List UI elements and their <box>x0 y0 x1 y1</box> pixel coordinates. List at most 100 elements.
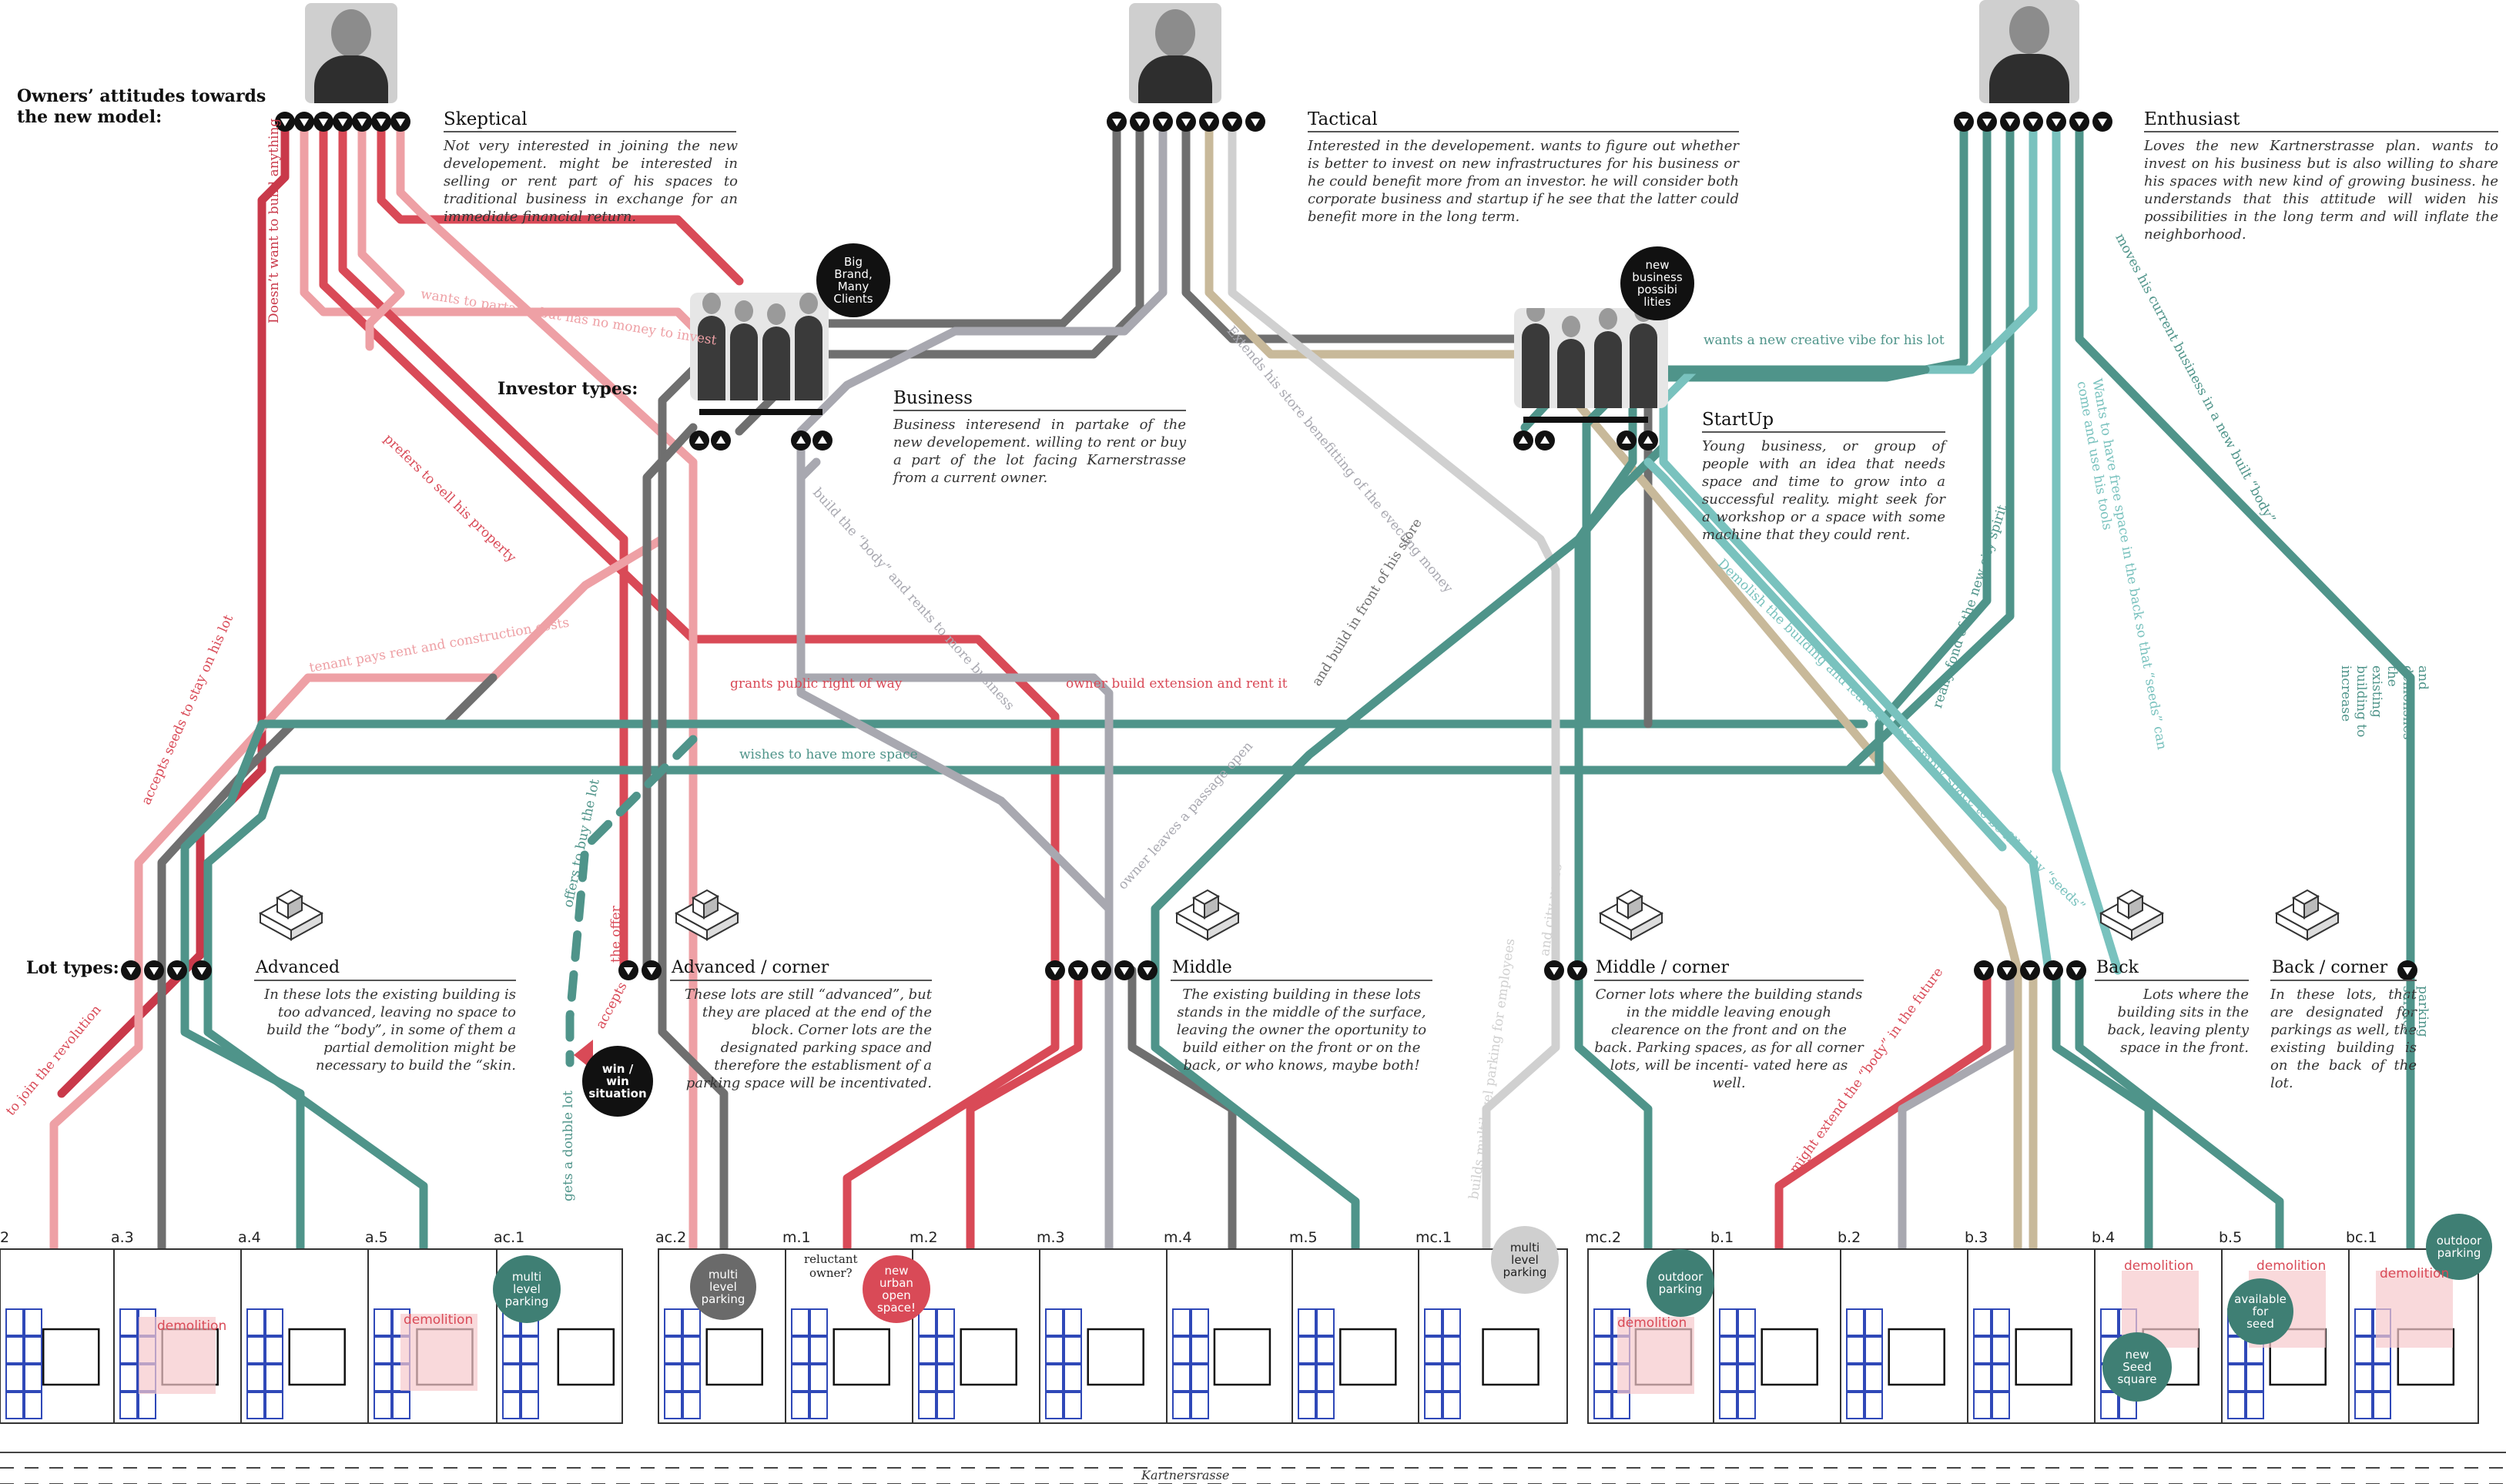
lot-grid-cell <box>1442 1364 1461 1392</box>
lot-grid-cell <box>265 1364 283 1392</box>
stop-marker <box>352 112 372 132</box>
lot-building <box>1482 1328 1539 1386</box>
route-offer-dashed <box>565 735 698 1067</box>
stop-marker <box>2043 960 2063 980</box>
stop-marker <box>1068 960 1088 980</box>
stop-marker <box>618 960 638 980</box>
owner-enthusiast-name: Enthusiast <box>2144 109 2240 129</box>
lot-grid-cell <box>918 1308 936 1336</box>
lot-type-name: Advanced / corner <box>672 958 829 977</box>
lot-grid-cell <box>2354 1392 2373 1419</box>
stop-marker <box>1513 430 1533 451</box>
lot-grid-cell <box>1719 1364 1737 1392</box>
lot-grid-cell <box>664 1364 682 1392</box>
stop-marker <box>2066 960 2086 980</box>
lot-grid-cell <box>1442 1308 1461 1336</box>
investor-startup-rule <box>1702 431 1945 433</box>
lot-label: bc.1 <box>2346 1229 2377 1246</box>
lot-grid-cell <box>2354 1336 2373 1364</box>
owner-skeptical-rule <box>444 131 736 132</box>
lot-type-rule <box>1594 980 1864 981</box>
owners-section-title: Owners’ attitudes towards the new model: <box>17 86 266 127</box>
lot-grid-cell <box>374 1308 392 1336</box>
lot-grid-cell <box>1864 1336 1883 1364</box>
lot-label: m.5 <box>1289 1229 1318 1246</box>
lot-grid-cell <box>1316 1308 1335 1336</box>
lot-grid-cell <box>664 1336 682 1364</box>
stop-marker <box>1091 960 1111 980</box>
lot-grid-cell <box>1298 1364 1316 1392</box>
lot-grid-cell <box>936 1336 955 1364</box>
lot-type-icon <box>2095 875 2169 949</box>
route-label-creative-vibe: wants a new creative vibe for his lot <box>1704 333 1945 348</box>
lot-grid-cell <box>1442 1392 1461 1419</box>
stop-marker <box>390 112 410 132</box>
lot-grid-cell <box>1992 1308 2010 1336</box>
stop-markers <box>121 112 2417 980</box>
lot-grid-cell <box>2227 1392 2246 1419</box>
lot-grid-cell <box>1846 1364 1864 1392</box>
lot-building <box>1213 1328 1271 1386</box>
badge-open-space: new urban open space! <box>863 1255 930 1323</box>
lot-grid-cell <box>1442 1336 1461 1364</box>
lot-building <box>1761 1328 1818 1386</box>
lot-grid-cell <box>1424 1308 1442 1336</box>
lot-type-desc: In these lots the existing building is t… <box>264 987 516 1074</box>
badge-parking-ac2: multi level parking <box>690 1254 756 1320</box>
stop-marker <box>1114 960 1134 980</box>
lot-type-icon <box>1594 875 1668 949</box>
stop-marker <box>711 430 731 451</box>
lot-grid-cell <box>374 1336 392 1364</box>
lot-building <box>288 1328 346 1386</box>
lot-grid-cell <box>119 1336 138 1364</box>
lot-grid-cell <box>1737 1336 1756 1364</box>
owner-tactical-name: Tactical <box>1308 109 1378 129</box>
badge-outdoor-bc1: outdoor parking <box>2426 1214 2492 1280</box>
lot-building <box>557 1328 615 1386</box>
lot-grid-cell <box>809 1308 828 1336</box>
lot-grid-cell <box>1064 1364 1082 1392</box>
stop-marker <box>313 112 333 132</box>
lot-grid-cell <box>1846 1336 1864 1364</box>
demolition-label: demolition <box>2124 1258 2194 1274</box>
lot-type-icon <box>254 875 328 949</box>
lot-grid-cell <box>918 1392 936 1419</box>
route-label-public-right: grants public right of way <box>730 676 903 692</box>
lot-label: 2 <box>0 1229 10 1246</box>
route-back-1 <box>1774 966 1992 1252</box>
badge-win-win: win / win situation <box>582 1046 653 1117</box>
stop-marker <box>1137 960 1158 980</box>
route-label-the-offer: the offer <box>608 906 624 963</box>
route-back-5 <box>2075 966 2284 1252</box>
lot-building <box>1339 1328 1397 1386</box>
lot-grid-cell <box>936 1392 955 1419</box>
investor-startup-desc: Young business, or group of people with … <box>1702 438 1945 543</box>
route-back-2 <box>1898 966 2015 1252</box>
lot-grid-cell <box>2227 1364 2246 1392</box>
lot-grid-cell <box>936 1364 955 1392</box>
lot-grid-cell <box>1593 1364 1612 1392</box>
lot-grid-cell <box>1593 1392 1612 1419</box>
lot-grid-cell <box>521 1392 539 1419</box>
stop-marker <box>121 960 141 980</box>
lot-grid-cell <box>1064 1308 1082 1336</box>
lot-type-desc: In these lots, that are designated for p… <box>2270 987 2417 1091</box>
lot-grid-cell <box>5 1336 24 1364</box>
lot-label: b.1 <box>1710 1229 1734 1246</box>
lot-grid-cell <box>918 1336 936 1364</box>
route-adv-lot-3 <box>180 966 305 1252</box>
lot-grid-cell <box>2246 1364 2264 1392</box>
lot-grid-cell <box>1864 1364 1883 1392</box>
lot-grid-cell <box>2354 1308 2373 1336</box>
lot-grid-cell <box>1045 1336 1064 1364</box>
lot-type-icon <box>670 875 744 949</box>
lot-grid-cell <box>119 1364 138 1392</box>
route-skeptical-6 <box>377 119 744 286</box>
lot-building <box>833 1328 890 1386</box>
stop-marker <box>1617 430 1637 451</box>
lot-grid-cell <box>1172 1364 1191 1392</box>
route-startup-2 <box>1643 457 2007 852</box>
lot-grid-cell <box>809 1364 828 1392</box>
lot-grid-cell <box>119 1392 138 1419</box>
